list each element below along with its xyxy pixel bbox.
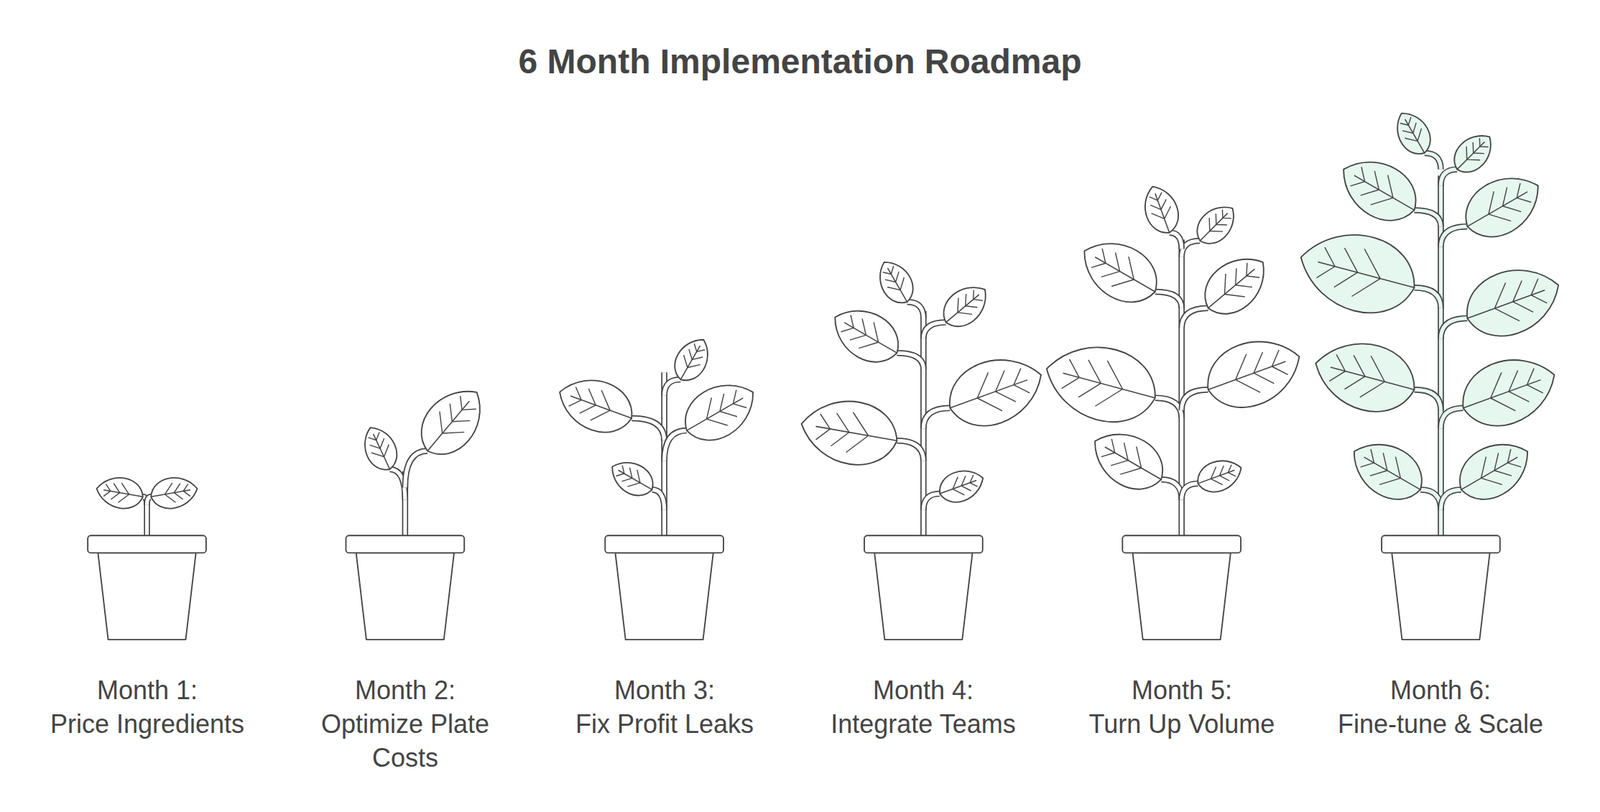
phase-label: Optimize Plate Costs	[297, 707, 513, 776]
pot-body	[1391, 552, 1490, 640]
month-label: Month 4:	[793, 673, 1053, 708]
leaf	[1449, 429, 1541, 511]
leaf	[1189, 197, 1243, 251]
month-label: Month 3:	[535, 673, 794, 708]
diagram-title: 6 Month Implementation Roadmap	[0, 41, 1600, 82]
leaf	[823, 297, 909, 373]
pot-rim	[345, 535, 465, 553]
phase-label: Fix Profit Leaks	[535, 707, 794, 742]
leaf	[1330, 146, 1428, 233]
month-caption: Month 1:Price Ingredients	[17, 673, 277, 742]
leaf	[551, 368, 641, 442]
leaf	[1192, 454, 1246, 498]
plant-pot	[551, 331, 766, 640]
plant-pot	[796, 255, 1052, 641]
leaf	[935, 276, 996, 335]
pot-rim	[604, 535, 724, 553]
month-caption: Month 3:Fix Profit Leaks	[535, 673, 794, 742]
phase-label: Integrate Teams	[793, 707, 1053, 742]
leaf	[1454, 163, 1552, 250]
leaf	[674, 370, 766, 452]
pot-rim	[1122, 535, 1241, 553]
leaf	[1306, 331, 1423, 422]
pot-body	[614, 552, 713, 640]
month-caption: Month 2:Optimize Plate Costs	[297, 673, 513, 775]
plant-pot	[1037, 181, 1311, 640]
pot-rim	[1381, 535, 1501, 553]
plant-pot	[345, 376, 496, 640]
month-caption: Month 4:Integrate Teams	[793, 673, 1053, 742]
leaf	[1193, 244, 1278, 326]
plant-stem	[1155, 232, 1209, 537]
plant-stem	[896, 301, 950, 537]
plant-stem	[142, 496, 151, 536]
plant-stem	[390, 450, 429, 536]
phase-label: Turn Up Volume	[1052, 707, 1312, 742]
leaf	[1138, 181, 1185, 238]
leaf	[939, 345, 1052, 438]
leaf	[357, 421, 404, 475]
month-label: Month 1:	[17, 673, 277, 708]
leaf	[148, 473, 201, 512]
leaf	[1452, 345, 1566, 438]
plant-pot	[87, 473, 207, 640]
pot-body	[97, 552, 196, 640]
leaf	[1291, 220, 1424, 325]
leaf	[94, 473, 146, 512]
pot-body	[874, 552, 973, 640]
leaf	[1071, 227, 1169, 314]
phase-label: Fine-tune & Scale	[1311, 707, 1570, 742]
leaf	[796, 392, 903, 472]
leaf	[1082, 419, 1174, 501]
phase-label: Price Ingredients	[17, 707, 277, 742]
leaf	[871, 255, 921, 310]
pot-body	[1133, 552, 1231, 640]
month-label: Month 5:	[1052, 673, 1312, 708]
leaf	[1197, 326, 1311, 419]
leaf	[408, 376, 496, 467]
pot-rim	[864, 535, 983, 553]
leaf	[1456, 255, 1570, 348]
leaf	[604, 454, 660, 503]
pot-rim	[87, 535, 207, 553]
leaf	[667, 331, 717, 387]
month-caption: Month 5:Turn Up Volume	[1052, 673, 1312, 742]
leaf	[1446, 126, 1501, 180]
plant-stem	[631, 372, 687, 537]
leaf	[1388, 105, 1438, 161]
leaf	[1342, 429, 1434, 511]
leaf	[1037, 334, 1165, 434]
month-label: Month 6:	[1311, 673, 1570, 708]
month-label: Month 2:	[297, 673, 513, 708]
plant-pot	[1291, 105, 1570, 640]
leaf	[934, 464, 988, 508]
pot-body	[356, 552, 455, 640]
month-caption: Month 6:Fine-tune & Scale	[1311, 673, 1570, 742]
